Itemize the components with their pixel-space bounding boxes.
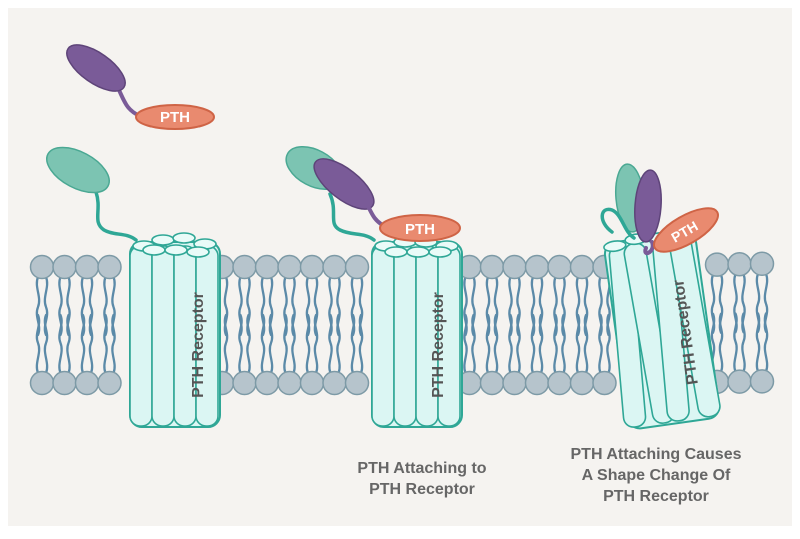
lipid-head: [74, 370, 100, 396]
lipid-head: [232, 254, 257, 280]
caption-attaching-line-2: PTH Receptor: [369, 481, 475, 498]
caption-shape-change-line-1: PTH Attaching Causes: [570, 446, 742, 463]
lipid-head: [502, 370, 527, 396]
lipid-head: [74, 254, 100, 280]
lipid-head: [727, 369, 752, 394]
lipid-head: [277, 254, 302, 280]
lipid-head: [479, 254, 505, 280]
lipid-head: [322, 254, 347, 280]
lipid-head: [254, 254, 280, 280]
caption-pth-attaching: PTH Attaching to PTH Receptor: [302, 458, 542, 500]
lipid-head: [344, 254, 370, 280]
lipid-head: [97, 254, 122, 280]
free-ligand-purple-domain: [66, 44, 126, 92]
lipid-head: [52, 370, 77, 396]
caption-shape-change-line-3: PTH Receptor: [603, 488, 709, 505]
receptor3-purple-linker: [643, 240, 655, 256]
receptor1-teal-domain: [46, 146, 110, 194]
lipid-head: [749, 369, 775, 394]
receptor3-purple-domain: [634, 169, 662, 243]
lipid-head: [232, 370, 257, 396]
receptor3-pth-ellipse: [653, 207, 719, 253]
lipid-head: [524, 370, 550, 396]
lipid-head: [97, 370, 122, 396]
receptor-unbound: PTH Receptor: [46, 146, 221, 428]
caption-attaching-line-1: PTH Attaching to: [357, 460, 487, 477]
lipid-head: [704, 252, 730, 277]
lipid-head: [569, 254, 595, 280]
lipid-head: [29, 370, 55, 396]
free-pth-ligand: PTH: [66, 44, 215, 130]
lipid-head: [569, 370, 595, 396]
lipid-head: [524, 254, 550, 280]
free-pth-label: PTH: [160, 109, 190, 126]
lipid-head: [277, 370, 302, 396]
lipid-head: [299, 254, 325, 280]
receptor1-linker: [94, 190, 138, 242]
receptor3-teal-linker: [600, 207, 636, 240]
receptor2-purple-domain: [313, 158, 375, 210]
lipid-heads: [29, 251, 775, 396]
lipid-head: [749, 251, 775, 277]
receptor2-pth-label: PTH: [405, 221, 435, 238]
lipid-head: [254, 370, 280, 396]
lipid-head: [502, 254, 527, 280]
free-pth-ellipse: [135, 104, 215, 130]
receptor2-pth-ellipse: [379, 214, 461, 242]
lipid-head: [344, 370, 370, 396]
lipid-head: [727, 251, 752, 277]
lipid-head: [592, 370, 617, 396]
receptor1-label: PTH Receptor: [190, 292, 207, 398]
caption-shape-change-line-2: A Shape Change Of: [581, 467, 731, 484]
lipid-head: [299, 370, 325, 396]
lipid-bilayer: [29, 251, 775, 396]
caption-shape-change: PTH Attaching Causes A Shape Change Of P…: [536, 444, 776, 507]
lipid-head: [479, 370, 505, 396]
receptor1-helix-tops: [132, 232, 217, 258]
receptor1-helices: [129, 245, 219, 427]
lipid-head: [29, 254, 55, 280]
lipid-head: [52, 254, 77, 280]
lipid-head: [322, 370, 347, 396]
receptor3-helices: [608, 236, 721, 428]
receptor2-linker: [328, 192, 376, 242]
lipid-head: [547, 254, 572, 280]
receptor-shape-change: PTH Receptor PTH: [600, 163, 721, 430]
receptor2-label: PTH Receptor: [430, 292, 447, 398]
lipid-head: [547, 370, 572, 396]
receptor-attaching: PTH PTH Receptor: [285, 146, 463, 428]
